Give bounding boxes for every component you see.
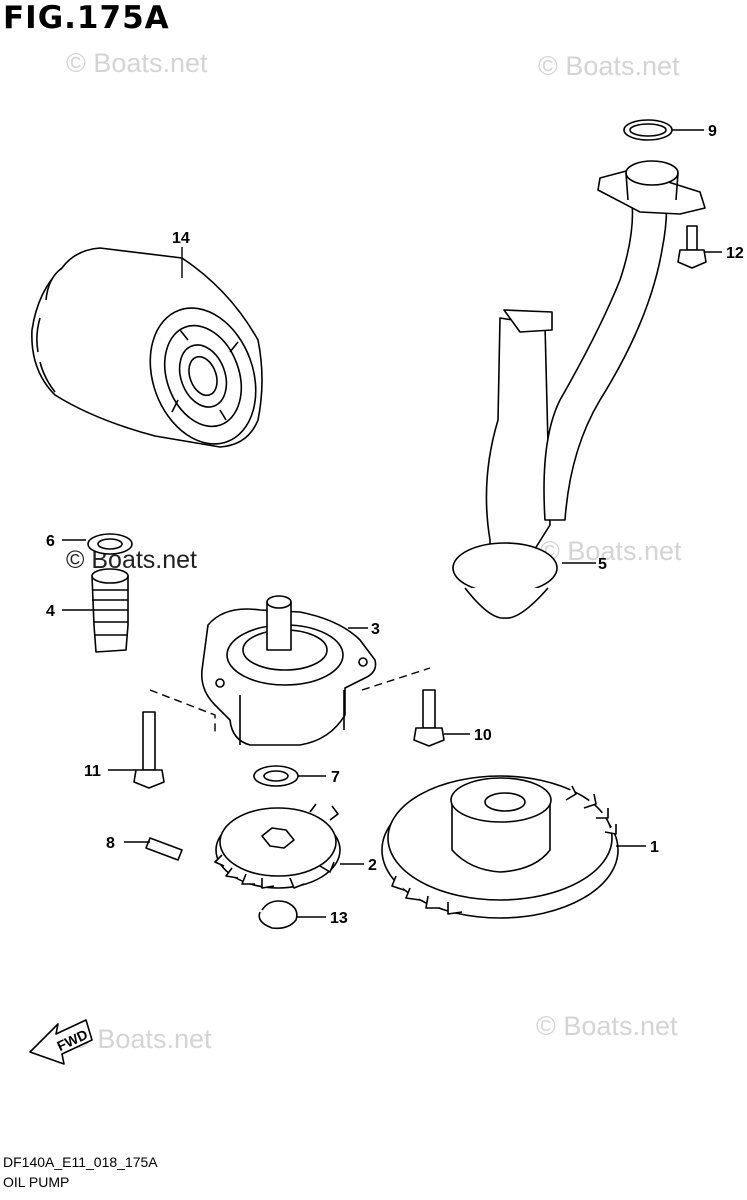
callout-7: 7 (331, 769, 340, 786)
o-ring-part-9 (623, 119, 673, 141)
watermark: © Boats.net (66, 48, 208, 78)
watermark: © Boats.net (536, 1011, 678, 1041)
watermark: © Boats.net (540, 536, 682, 566)
callout-9: 9 (708, 123, 717, 140)
pin-part-8 (145, 837, 183, 861)
alignment-guide-line (149, 689, 216, 735)
callout-14: 14 (172, 230, 190, 247)
callout-10: 10 (474, 727, 492, 744)
callout-6: 6 (46, 533, 55, 550)
diagram-name: OIL PUMP (3, 1174, 70, 1190)
gasket-part-6 (87, 533, 133, 555)
callout-12: 12 (726, 245, 744, 262)
washer-part-7 (253, 765, 299, 787)
driven-gear-part-1 (381, 775, 619, 919)
drive-gear-part-2 (214, 803, 341, 889)
callout-11: 11 (84, 763, 101, 780)
oil-strainer-pipe-part-5 (452, 160, 706, 619)
callout-8: 8 (106, 835, 115, 852)
callout-3: 3 (371, 621, 380, 638)
callout-1: 1 (650, 839, 659, 856)
diagram-code: DF140A_E11_018_175A (3, 1154, 158, 1170)
leader-lines (62, 129, 722, 918)
watermark-dark: © Boats.net (66, 546, 197, 574)
callout-5: 5 (598, 556, 607, 573)
union-fitting-part-4 (91, 568, 129, 653)
forward-direction-arrow: FWD (29, 1019, 93, 1065)
callout-4: 4 (46, 603, 55, 620)
figure-title: FIG.175A (3, 0, 170, 36)
oil-pump-body-part-3 (200, 595, 377, 746)
circlip-part-13 (258, 900, 298, 930)
bolt-part-11 (133, 711, 165, 789)
bolt-part-12 (677, 225, 707, 269)
callout-2: 2 (368, 857, 377, 874)
callout-13: 13 (330, 910, 348, 927)
oil-filter-part-14 (31, 247, 263, 448)
alignment-guide-line (361, 667, 431, 691)
bolt-part-10 (413, 689, 445, 747)
watermark: © Boats.net (538, 51, 680, 81)
watermark: © Boats.net (70, 1024, 212, 1054)
